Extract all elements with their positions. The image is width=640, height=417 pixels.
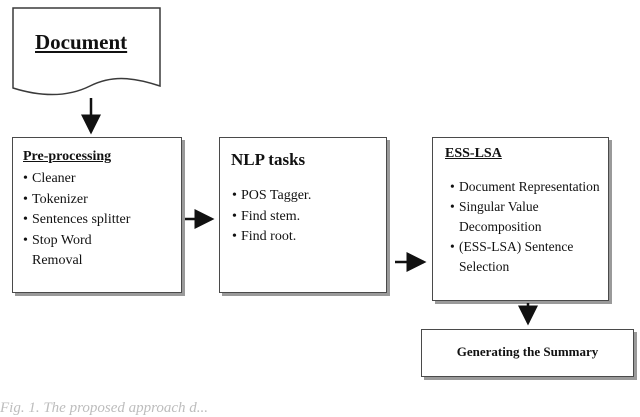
nlp-tasks-list: POS Tagger. Find stem. Find root. [232,186,311,248]
list-item: Stop Word Removal [23,231,142,272]
list-item: Find root. [232,227,311,248]
nlp-tasks-title: NLP tasks [231,150,306,169]
list-item: Singular Value Decomposition [450,197,609,237]
preprocessing-title: Pre-processing [23,149,112,164]
ess-lsa-title: ESS-LSA [445,146,502,161]
preprocessing-box: Pre-processing Cleaner Tokenizer Sentenc… [12,137,182,293]
preprocessing-list: Cleaner Tokenizer Sentences splitter Sto… [23,169,142,272]
list-item: Cleaner [23,169,142,190]
list-item: Find stem. [232,207,311,228]
summary-title: Generating the Summary [456,344,599,359]
ess-lsa-list: Document Representation Singular Value D… [450,177,609,277]
list-item: Sentences splitter [23,210,142,231]
document-title: Document [35,30,128,54]
nlp-tasks-box: NLP tasks POS Tagger. Find stem. Find ro… [219,137,387,293]
list-item: Document Representation [450,177,609,197]
list-item: (ESS-LSA) Sentence Selection [450,237,609,277]
summary-box: Generating the Summary [421,329,634,377]
figure-caption: Fig. 1. The proposed approach d... [0,400,209,416]
ess-lsa-box: ESS-LSA Document Representation Singular… [432,137,609,301]
list-item: POS Tagger. [232,186,311,207]
list-item: Tokenizer [23,190,142,211]
